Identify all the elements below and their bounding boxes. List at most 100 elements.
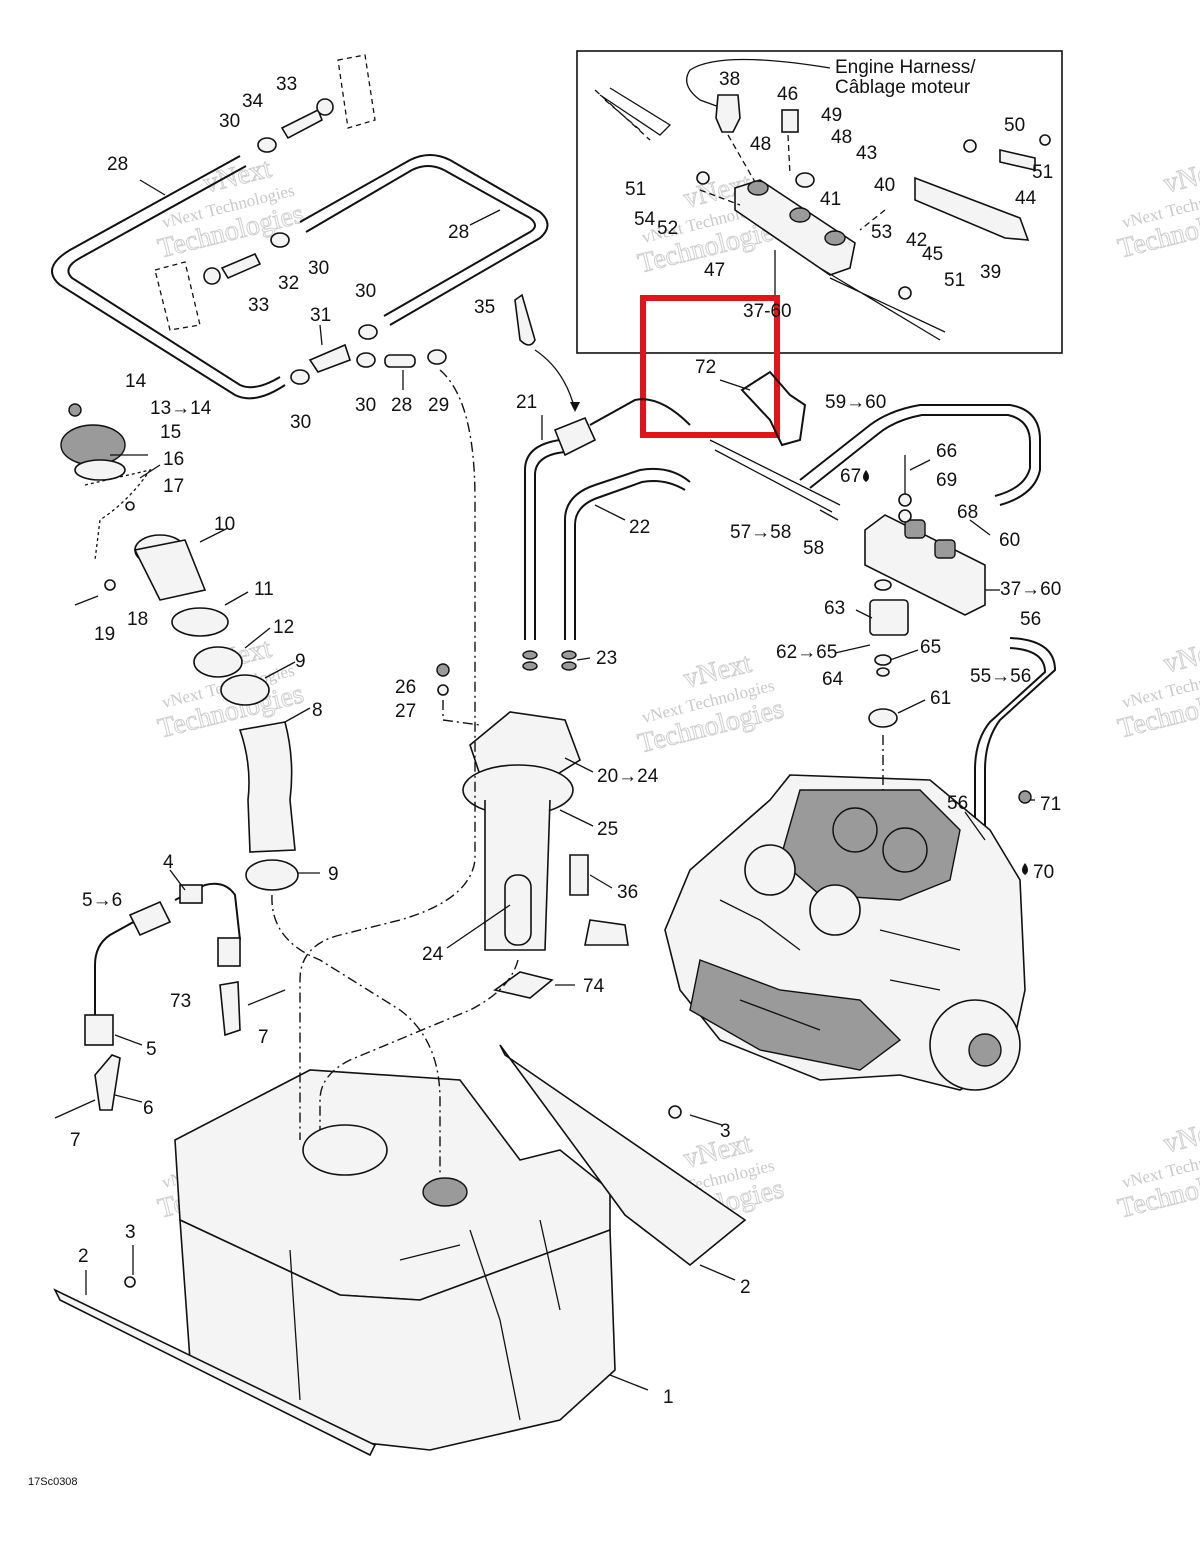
callout-23: 23: [596, 648, 617, 669]
rail-injector-2: [934, 539, 956, 559]
clamp-30e: [270, 232, 290, 248]
engine-spark-2: [809, 884, 861, 936]
callout-48-left: 48: [750, 134, 771, 155]
callout-44: 44: [1015, 188, 1037, 209]
return-line-21-inner: [534, 451, 566, 640]
supply-line-22-inner: [574, 480, 686, 640]
callout-51-bottom: 51: [944, 270, 965, 291]
callout-21: 21: [516, 392, 537, 413]
check-valve-34: [280, 108, 324, 140]
bracket-73: [219, 981, 241, 1037]
arrow-head: [570, 402, 580, 412]
callout-18: 18: [127, 609, 148, 630]
engine-hub: [968, 1033, 1002, 1067]
fuel-pump-module: [436, 398, 691, 999]
callout-33-bottom: 33: [248, 295, 269, 316]
callout-33-top: 33: [276, 74, 297, 95]
callout-52: 52: [657, 218, 678, 239]
engine-spark-1: [744, 844, 796, 896]
callout-51-left: 51: [625, 179, 646, 200]
supply-line-22: [564, 467, 691, 640]
engine-port-1: [832, 807, 878, 853]
leader-20: [564, 757, 594, 773]
callout-60: 60: [999, 530, 1020, 551]
leader-25: [559, 809, 594, 827]
engine-detail: [719, 899, 961, 1031]
leader-56b: [964, 811, 986, 841]
oil-drop-icon: [1022, 863, 1028, 875]
leader-lines: [85, 179, 1035, 1391]
watermark: vNext vNext Technologies Technologies: [634, 647, 787, 760]
callout-12: 12: [273, 617, 294, 638]
callout-30-b: 30: [308, 258, 329, 279]
bracket-72: [740, 370, 807, 447]
callout-61: 61: [930, 688, 951, 709]
regulator-62: [869, 599, 909, 636]
callout-10: 10: [214, 514, 235, 535]
ring-23c: [561, 650, 577, 660]
check-valve-32: [220, 252, 262, 280]
mount-plate-33-bottom: [154, 261, 201, 331]
callout-66: 66: [936, 441, 957, 462]
callout-6: 6: [143, 1098, 154, 1119]
bracket-6: [94, 1054, 121, 1111]
tank-straps: [54, 882, 286, 1119]
support-rail-2-right: [499, 1044, 747, 1267]
callout-70: 70: [1033, 862, 1054, 883]
leader-23: [576, 657, 591, 661]
callout-30-c: 30: [290, 412, 311, 433]
washer-27: [437, 684, 449, 696]
leader-62: [834, 644, 871, 654]
leader-28b: [469, 209, 501, 226]
clamp-30d: [257, 137, 277, 153]
inset-bolt-51b: [898, 286, 912, 300]
callout-2-left: 2: [78, 1246, 89, 1267]
filter-21: [553, 416, 597, 457]
washer-68: [898, 509, 912, 523]
callout-54: 54: [634, 209, 656, 230]
return-line-21-upper: [589, 398, 691, 426]
callout-31: 31: [310, 305, 331, 326]
inset-injector-1: [747, 180, 769, 196]
leader-61: [897, 699, 926, 714]
callout-50: 50: [1004, 115, 1025, 136]
clamp-9a: [220, 674, 270, 706]
leader-58: [819, 509, 839, 521]
callout-38: 38: [719, 69, 740, 90]
callout-71: 71: [1040, 794, 1061, 815]
callout-73: 73: [170, 991, 191, 1012]
tank-pump-opening: [302, 1124, 388, 1176]
hose-28-short: [384, 354, 416, 368]
callout-14: 14: [125, 371, 147, 392]
callout-8: 8: [312, 700, 323, 721]
callout-17: 17: [163, 476, 184, 497]
engine-lower: [689, 959, 902, 1071]
oil-drop-icon: [863, 470, 869, 482]
callout-65: 65: [920, 637, 941, 658]
tee-fitting-31: [308, 343, 352, 373]
clamp-30a: [290, 369, 310, 385]
route-vent-to-tank: [299, 369, 476, 1140]
callout-57-58: 57→58: [730, 522, 791, 543]
callout-41: 41: [820, 189, 841, 210]
callout-7-right: 7: [258, 1027, 269, 1048]
screw-19: [74, 595, 99, 606]
screw-3b: [668, 1105, 682, 1119]
vent-hose-28-left-inner: [67, 165, 281, 389]
vent-hose-assembly: [51, 54, 580, 412]
line-55: [984, 637, 1057, 830]
leader-12: [244, 627, 271, 649]
rail-injector-1: [904, 519, 926, 539]
strap-35: [514, 293, 536, 346]
ring-23d: [561, 661, 577, 671]
leader-8: [284, 707, 311, 723]
gasket-12: [171, 607, 229, 637]
callout-53: 53: [871, 222, 892, 243]
callout-26: 26: [395, 677, 416, 698]
strap-5-end: [84, 1014, 114, 1046]
oring-63: [874, 579, 892, 591]
callout-25: 25: [597, 819, 618, 840]
callout-47: 47: [704, 260, 725, 281]
callout-2-right: 2: [740, 1277, 751, 1298]
support-rails: [53, 1044, 747, 1457]
